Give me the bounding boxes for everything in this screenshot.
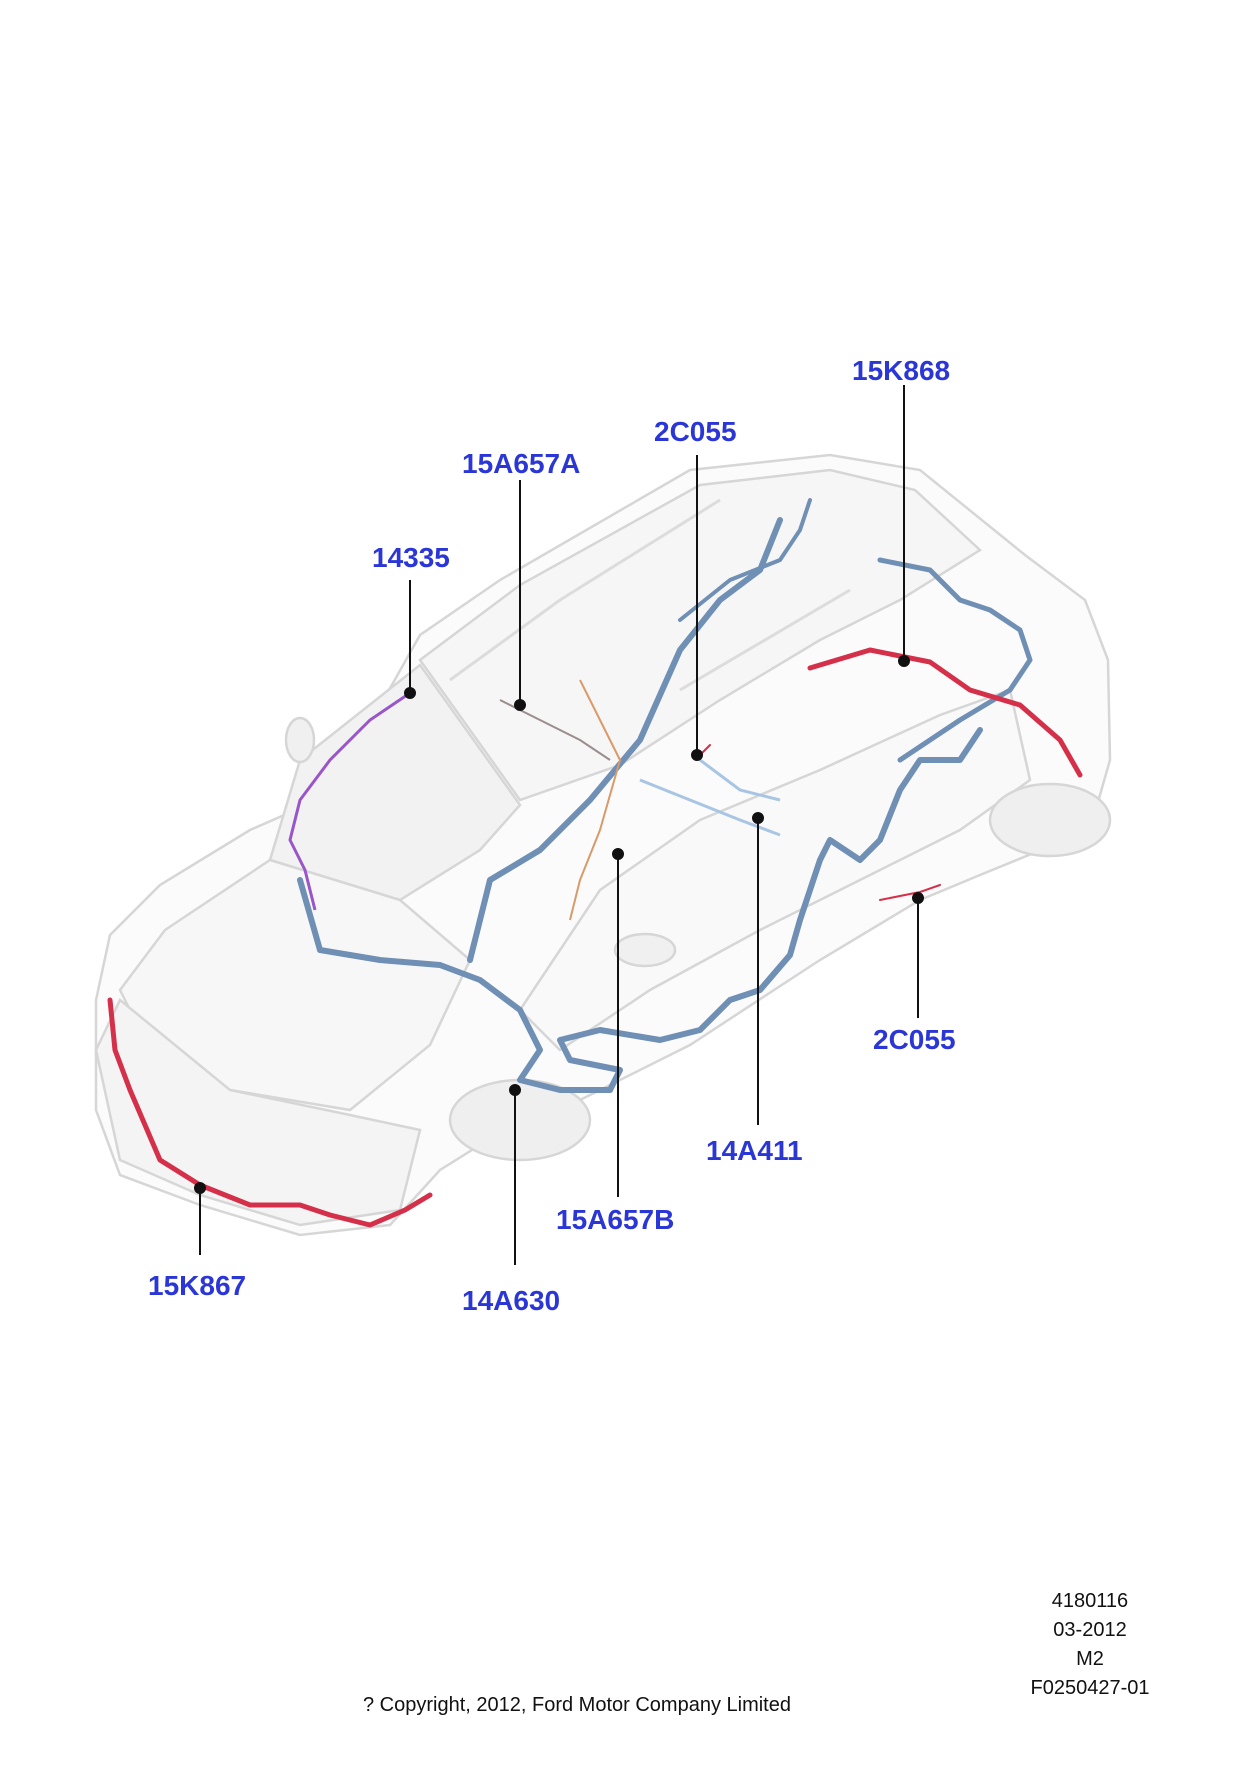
harness-14335-path bbox=[288, 691, 411, 911]
leader-14A630 bbox=[509, 1084, 521, 1265]
leader-2C055-top bbox=[691, 455, 703, 761]
side-mirror-left bbox=[284, 716, 316, 764]
copyright-notice: ? Copyright, 2012, Ford Motor Company Li… bbox=[363, 1694, 791, 1716]
part-label-14335: 14335 bbox=[372, 542, 450, 573]
doc-model: M2 bbox=[1076, 1648, 1104, 1670]
harness-main-blue bbox=[297, 498, 1033, 1093]
harness-light-blue bbox=[639, 758, 781, 837]
rear-wheel-arch bbox=[988, 782, 1112, 858]
harness-red bbox=[107, 647, 1083, 1228]
leader-lines bbox=[194, 385, 924, 1265]
part-label-14A411: 14A411 bbox=[706, 1135, 803, 1166]
leader-14A411 bbox=[752, 812, 764, 1125]
part-label-2C055-top: 2C055 bbox=[654, 416, 737, 447]
leader-14335 bbox=[404, 580, 416, 699]
doc-code: 4180116 bbox=[1051, 1590, 1129, 1612]
leader-15A657B bbox=[612, 848, 624, 1197]
roof-panel bbox=[418, 468, 983, 802]
harness-15K868-path bbox=[807, 647, 1083, 778]
harness-14A411-path bbox=[639, 758, 781, 837]
part-label-15A657A: 15A657A bbox=[462, 448, 581, 479]
leader-15A657A bbox=[514, 480, 526, 711]
doc-date: 03-2012 bbox=[1053, 1619, 1127, 1641]
harness-14A630-path bbox=[297, 727, 983, 1093]
part-label-15K867: 15K867 bbox=[148, 1270, 247, 1301]
side-mirror-right bbox=[613, 932, 677, 968]
doc-figure-id: F0250427-01 bbox=[1030, 1677, 1150, 1699]
roof-rail bbox=[449, 498, 851, 692]
harness-rear-right-path bbox=[877, 557, 1033, 763]
part-label-2C055-right: 2C055 bbox=[873, 1024, 956, 1055]
harness-2C055-rear-path bbox=[879, 884, 941, 901]
part-label-14A630: 14A630 bbox=[462, 1285, 561, 1316]
harness-roof-rear-path bbox=[678, 498, 812, 622]
leader-15K867 bbox=[194, 1182, 206, 1255]
harness-purple bbox=[288, 691, 411, 911]
part-label-15K868: 15K868 bbox=[852, 355, 951, 386]
harness-15A657B-path bbox=[569, 679, 622, 921]
harness-roof-blue-path bbox=[467, 517, 783, 963]
leader-15K868 bbox=[898, 385, 910, 667]
vehicle-body bbox=[94, 453, 1112, 1237]
leader-2C055-right bbox=[912, 892, 924, 1018]
harness-15K867-path bbox=[107, 997, 433, 1228]
part-label-15A657B: 15A657B bbox=[556, 1204, 675, 1235]
